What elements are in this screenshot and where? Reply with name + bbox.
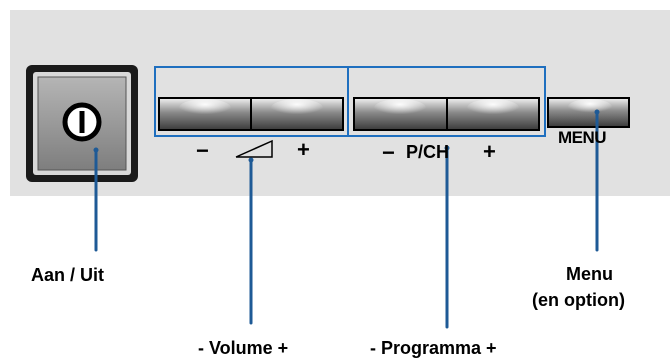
menu-callout-label-line2: (en option): [532, 290, 625, 310]
callout-dots: [93, 109, 600, 163]
power-callout-label: Aan / Uit: [31, 265, 105, 285]
volume-minus-button[interactable]: [158, 97, 252, 131]
volume-plus-button[interactable]: [250, 97, 344, 131]
pch-plus-sign: +: [483, 139, 496, 164]
volume-minus-sign: −: [196, 138, 209, 163]
menu-label: MENU: [558, 128, 607, 147]
callout-lines: [94, 110, 599, 329]
volume-callout-label: - Volume +: [198, 338, 289, 358]
volume-plus-sign: +: [297, 137, 310, 162]
programma-minus-button[interactable]: [353, 97, 448, 131]
pch-label: P/CH: [406, 142, 450, 162]
programma-group-frame: [347, 66, 546, 137]
power-icon: [62, 102, 102, 142]
programma-callout-label: - Programma +: [370, 338, 497, 358]
power-button[interactable]: [26, 65, 138, 182]
pch-minus-sign: −: [382, 140, 395, 165]
menu-button[interactable]: [547, 97, 630, 128]
volume-ramp-icon: [235, 139, 273, 158]
menu-callout-label-line1: Menu: [566, 264, 613, 284]
programma-plus-button[interactable]: [446, 97, 540, 131]
